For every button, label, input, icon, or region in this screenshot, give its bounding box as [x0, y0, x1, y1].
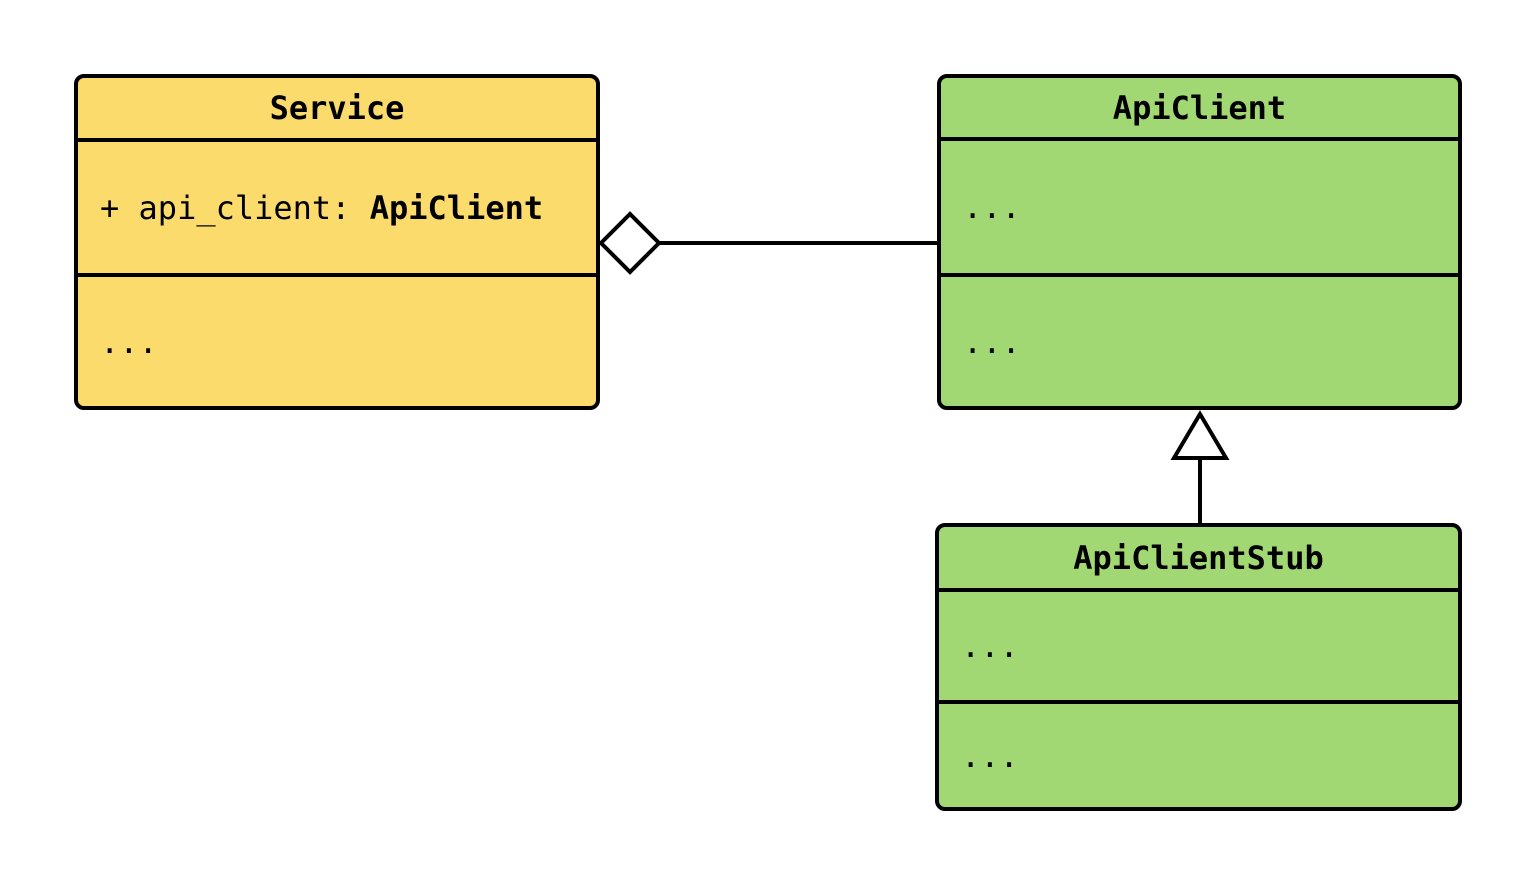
- ellipsis-placeholder: ...: [961, 627, 1019, 665]
- class-name-label: ApiClient: [1112, 88, 1287, 127]
- class-attributes-section: + api_client: ApiClient: [78, 138, 596, 273]
- ellipsis-placeholder: ...: [963, 188, 1021, 226]
- class-methods-section: ...: [939, 700, 1458, 807]
- attribute-text: + api_client: ApiClient: [100, 189, 543, 227]
- ellipsis-placeholder: ...: [961, 736, 1019, 775]
- class-box-service: Service + api_client: ApiClient ...: [74, 74, 600, 410]
- hollow-triangle-marker: [1170, 410, 1230, 460]
- class-name-label: Service: [269, 89, 405, 127]
- class-box-apiclient: ApiClient ... ...: [937, 74, 1462, 410]
- class-header-apiclientstub: ApiClientStub: [939, 527, 1458, 588]
- class-attributes-section: ...: [939, 588, 1458, 700]
- attribute-type: ApiClient: [369, 188, 544, 227]
- class-methods-section: ...: [941, 273, 1458, 406]
- aggregation-connector: [598, 211, 937, 275]
- ellipsis-placeholder: ...: [963, 322, 1021, 361]
- inheritance-connector: [1170, 410, 1230, 525]
- attribute-prefix: + api_client:: [100, 188, 370, 227]
- class-methods-section: ...: [78, 273, 596, 406]
- ellipsis-placeholder: ...: [100, 322, 158, 361]
- class-name-label: ApiClientStub: [1073, 538, 1324, 577]
- class-attributes-section: ...: [941, 137, 1458, 273]
- hollow-diamond-marker: [598, 211, 662, 275]
- class-header-service: Service: [78, 78, 596, 138]
- class-header-apiclient: ApiClient: [941, 78, 1458, 137]
- class-box-apiclientstub: ApiClientStub ... ...: [935, 523, 1462, 811]
